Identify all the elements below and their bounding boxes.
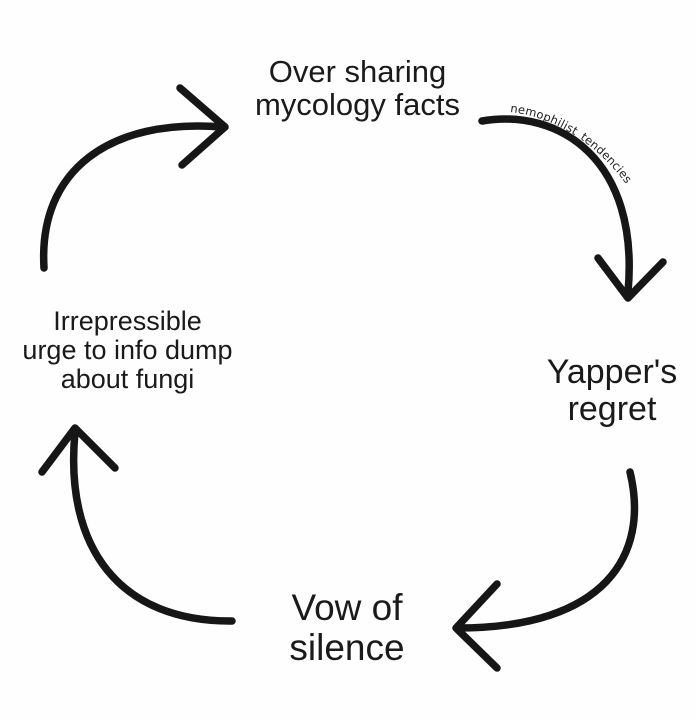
cycle-step-yappers-regret: Yapper's regret bbox=[532, 354, 692, 427]
step-text-line: Irrepressible bbox=[53, 306, 202, 336]
cycle-step-irrepressible-urge: Irrepressible urge to info dump about fu… bbox=[0, 306, 255, 395]
step-text-line: about fungi bbox=[60, 364, 195, 395]
step-text-line: silence bbox=[289, 626, 405, 668]
step-text-line: Over sharing bbox=[268, 54, 447, 89]
step-text-line: Vow of bbox=[291, 587, 403, 628]
step-text-line: regret bbox=[567, 389, 657, 428]
watermark: nemophilist_tendencies bbox=[510, 101, 635, 186]
cycle-step-over-sharing: Over sharing mycology facts bbox=[235, 55, 480, 122]
arrow-left-to-top bbox=[39, 84, 229, 272]
step-text-line: mycology facts bbox=[254, 87, 460, 123]
step-text-line: Yapper's bbox=[546, 353, 678, 391]
step-text-line: urge to info dump bbox=[22, 335, 233, 366]
arrow-right-to-bottom bbox=[452, 468, 639, 672]
arrow-bottom-to-left bbox=[38, 424, 236, 625]
arrow-top-to-right bbox=[478, 115, 667, 302]
cycle-step-vow-of-silence: Vow of silence bbox=[262, 588, 432, 668]
